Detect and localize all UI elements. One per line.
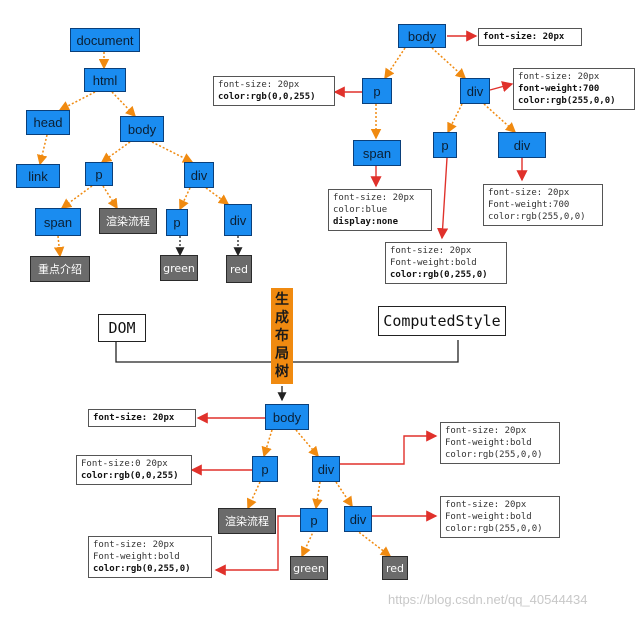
dom-node-document: document (70, 28, 140, 52)
style-line: Font-size:0 20px (81, 459, 168, 469)
style-box-div: font-size: 20px font-weight:700 color:rg… (513, 68, 635, 110)
process-label-char: 树 (275, 364, 289, 380)
dom-input-box: DOM (98, 314, 146, 342)
layout-node-p: p (252, 456, 278, 482)
style-line: color:rgb(0,0,255) (218, 92, 316, 102)
style-node-div-child: div (498, 132, 546, 158)
style-node-body: body (398, 24, 446, 48)
style-box-div-child: font-size: 20px Font-weight:700 color:rg… (483, 184, 603, 226)
process-label-char: 成 (275, 310, 289, 326)
style-line: color:rgb(0,0,255) (81, 471, 179, 481)
dom-leaf-rendering-flow: 渲染流程 (99, 208, 157, 234)
dom-node-div: div (184, 162, 214, 188)
watermark: https://blog.csdn.net/qq_40544434 (388, 592, 588, 607)
style-line: color:rgb(255,0,0) (445, 524, 543, 534)
style-box-body: font-size: 20px (478, 28, 582, 46)
style-box-p: font-size: 20px color:rgb(0,0,255) (213, 76, 335, 106)
style-node-span: span (353, 140, 401, 166)
layout-node-div-child: div (344, 506, 372, 532)
style-line: color:rgb(0,255,0) (93, 564, 191, 574)
style-line: color:rgb(255,0,0) (445, 450, 543, 460)
style-line: color:rgb(255,0,0) (488, 212, 586, 222)
style-line: font-size: 20px (518, 72, 600, 82)
layout-style-box-div-child: font-size: 20px Font-weight:bold color:r… (440, 496, 560, 538)
style-line: color:blue (333, 205, 388, 215)
dom-node-div-child: div (224, 204, 252, 236)
dom-node-p-child: p (166, 209, 188, 236)
style-line: font-size: 20px (93, 413, 175, 423)
dom-leaf-red: red (226, 255, 252, 283)
process-label-char: 布 (275, 328, 289, 344)
computed-style-input-box: ComputedStyle (378, 306, 506, 336)
style-node-div: div (460, 78, 490, 104)
style-line: Font-weight:bold (445, 438, 532, 448)
style-box-span: font-size: 20px color:blue display:none (328, 189, 432, 231)
style-line: color:rgb(255,0,0) (518, 96, 616, 106)
layout-style-box-p: Font-size:0 20px color:rgb(0,0,255) (76, 455, 192, 485)
layout-leaf-green: green (290, 556, 328, 580)
layout-style-box-p-child: font-size: 20px Font-weight:bold color:r… (88, 536, 212, 578)
layout-style-box-div: font-size: 20px Font-weight:bold color:r… (440, 422, 560, 464)
process-label-char: 生 (275, 292, 289, 308)
style-node-p-child: p (433, 132, 457, 158)
style-line: font-size: 20px (93, 540, 175, 550)
layout-leaf-red: red (382, 556, 408, 580)
style-line: font-size: 20px (333, 193, 415, 203)
dom-node-link: link (16, 164, 60, 188)
layout-node-div: div (312, 456, 340, 482)
style-line: color:rgb(0,255,0) (390, 270, 488, 280)
process-label-char: 局 (275, 346, 289, 362)
style-line: font-size: 20px (483, 32, 565, 42)
dom-leaf-green: green (160, 255, 198, 281)
style-line: Font-weight:bold (93, 552, 180, 562)
style-line: font-size: 20px (218, 80, 300, 90)
layout-node-p-child: p (300, 508, 328, 532)
dom-node-p: p (85, 162, 113, 186)
layout-style-box-body: font-size: 20px (88, 409, 196, 427)
style-line: font-size: 20px (390, 246, 472, 256)
style-line: font-size: 20px (488, 188, 570, 198)
style-line: display:none (333, 217, 399, 227)
style-line: font-size: 20px (445, 426, 527, 436)
dom-node-head: head (26, 110, 70, 135)
dom-node-body: body (120, 116, 164, 142)
dom-node-html: html (84, 68, 126, 92)
style-line: Font-weight:700 (488, 200, 570, 210)
dom-node-span: span (35, 208, 81, 236)
style-line: Font-weight:bold (390, 258, 477, 268)
style-line: font-size: 20px (445, 500, 527, 510)
dom-leaf-key-intro: 重点介绍 (30, 256, 90, 282)
style-box-p-child: font-size: 20px Font-weight:bold color:r… (385, 242, 507, 284)
process-label-generate-layout-tree: 生 成 布 局 树 (271, 288, 293, 384)
style-line: Font-weight:bold (445, 512, 532, 522)
style-line: font-weight:700 (518, 84, 600, 94)
layout-node-body: body (265, 404, 309, 430)
style-node-p: p (362, 78, 392, 104)
layout-leaf-rendering-flow: 渲染流程 (218, 508, 276, 534)
